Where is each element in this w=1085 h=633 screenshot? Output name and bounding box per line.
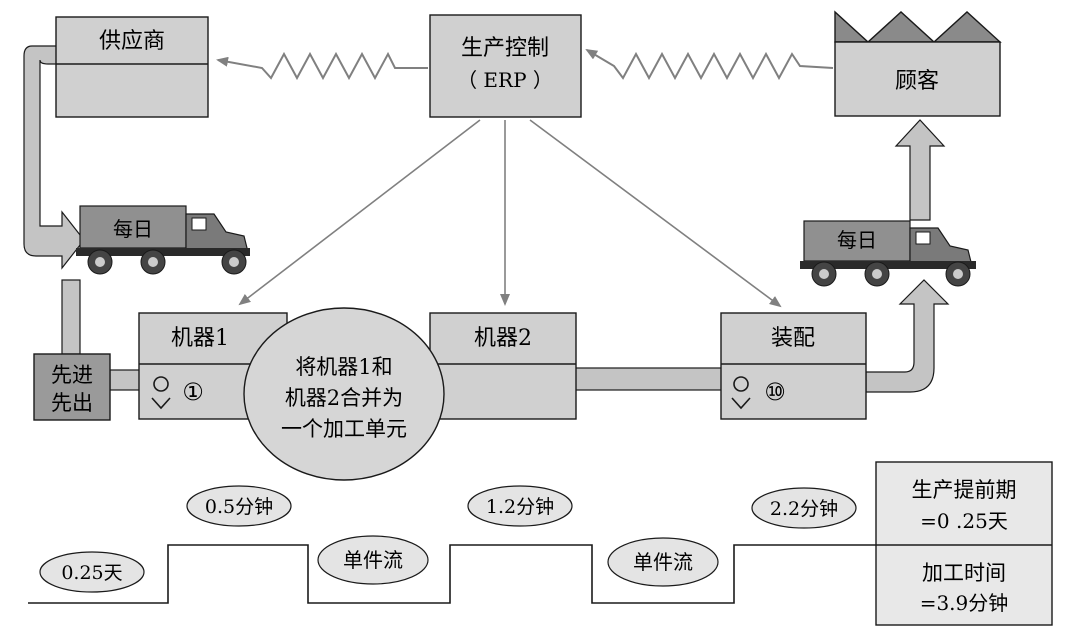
flow-bar-left xyxy=(61,279,81,355)
customer-shipment-arrow xyxy=(894,119,946,221)
process-time-value: =3.9分钟 xyxy=(920,591,1009,615)
machine2-label: 机器2 xyxy=(474,326,532,351)
kaizen-line1: 将机器1和 xyxy=(295,355,392,379)
truck-right-icon: 每日 xyxy=(800,220,976,287)
timeline-cycle-assembly-oval: 2.2分钟 xyxy=(751,487,857,529)
schedule-arrow-machine1 xyxy=(238,119,481,306)
electronic-info-arrow-from-customer xyxy=(585,48,834,81)
process-time-label: 加工时间 xyxy=(922,561,1006,585)
assembly-label: 装配 xyxy=(771,326,815,351)
timeline-flow1-oval: 单件流 xyxy=(317,535,429,585)
control-label-line1: 生产控制 xyxy=(461,36,549,61)
electronic-info-arrow-to-supplier xyxy=(216,51,428,81)
cycle-assembly-label: 2.2分钟 xyxy=(770,498,838,520)
timeline-flow2-oval: 单件流 xyxy=(607,537,719,587)
cycle-m1-label: 0.5分钟 xyxy=(205,496,273,518)
schedule-arrow-assembly xyxy=(529,119,782,308)
truck-left-label: 每日 xyxy=(113,217,153,241)
timeline-cycle-m2-oval: 1.2分钟 xyxy=(467,485,573,527)
supplier-box: 供应商 xyxy=(55,16,209,118)
flow2-label: 单件流 xyxy=(633,550,693,574)
customer-factory: 顾客 xyxy=(834,10,1002,117)
flow1-label: 单件流 xyxy=(343,548,403,572)
truck-right-label: 每日 xyxy=(837,228,877,252)
kaizen-burst: 将机器1和 机器2合并为 一个加工单元 xyxy=(243,307,445,481)
flow-bar-fifo-to-m1 xyxy=(109,369,141,391)
supplier-shipment-arrow xyxy=(23,45,85,270)
timeline-line xyxy=(28,544,876,604)
customer-label: 顾客 xyxy=(895,69,939,94)
assembly-box: 装配 ⑩ xyxy=(720,312,867,420)
operator-icon xyxy=(731,376,751,410)
control-label-line2: （ ERP ） xyxy=(457,68,553,92)
fifo-line1: 先进 xyxy=(51,363,93,387)
machine1-operators: ① xyxy=(182,378,204,406)
lead-time-label: 生产提前期 xyxy=(912,478,1017,502)
wait-days-label: 0.25天 xyxy=(61,562,122,584)
supplier-label: 供应商 xyxy=(99,29,165,54)
flow-arrow-assembly-to-truck xyxy=(865,279,950,393)
fifo-line2: 先出 xyxy=(51,391,93,415)
factory-roof-icon xyxy=(834,10,1002,43)
cycle-m2-label: 1.2分钟 xyxy=(486,496,554,518)
lead-time-value: =0 .25天 xyxy=(920,509,1008,533)
fifo-box: 先进 先出 xyxy=(33,353,111,421)
kaizen-line3: 一个加工单元 xyxy=(281,417,407,441)
timeline-wait-oval: 0.25天 xyxy=(39,551,145,593)
kaizen-line2: 机器2合并为 xyxy=(285,386,403,410)
machine2-box: 机器2 xyxy=(429,312,577,420)
machine1-label: 机器1 xyxy=(171,326,229,351)
operator-icon xyxy=(151,376,171,410)
flow-bar-m2-to-assembly xyxy=(574,367,723,391)
truck-left-icon: 每日 xyxy=(76,205,250,275)
timeline-cycle-m1-oval: 0.5分钟 xyxy=(186,485,292,527)
production-control-box: 生产控制 （ ERP ） xyxy=(429,14,582,118)
summary-box: 生产提前期 =0 .25天 加工时间 =3.9分钟 xyxy=(875,461,1053,626)
assembly-operators: ⑩ xyxy=(764,378,786,406)
